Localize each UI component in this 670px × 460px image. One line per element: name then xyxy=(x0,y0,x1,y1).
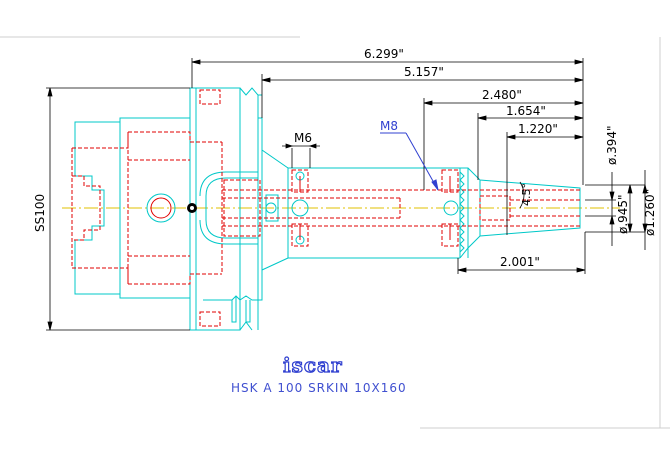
dim-front-section: 2.480" xyxy=(482,88,522,102)
dim-shank-ss100: SS100 xyxy=(33,194,47,232)
dim-dia-tip: ø.394" xyxy=(605,125,619,165)
dimension-labels: 6.299" 5.157" 2.480" 1.654" 1.220" 2.001… xyxy=(33,47,657,269)
m8-leader xyxy=(380,132,439,191)
dim-length-from-flange: 5.157" xyxy=(404,65,444,79)
hsk-shank-outline xyxy=(74,87,289,331)
hole-marks xyxy=(150,176,451,240)
iscar-logo: iscar xyxy=(283,353,343,377)
part-number: HSK A 100 SRKIN 10X160 xyxy=(231,381,407,395)
dim-dia-mid: ø.945" xyxy=(616,194,630,234)
frame-lines xyxy=(0,36,670,429)
dim-m6-thread: M6 xyxy=(294,131,312,145)
dim-tip-length: 1.220" xyxy=(518,122,558,136)
dim-middle-length: 1.654" xyxy=(506,104,546,118)
dim-taper-length: 2.001" xyxy=(500,255,540,269)
footer: iscar HSK A 100 SRKIN 10X160 xyxy=(231,352,407,395)
shaft-outline xyxy=(288,167,581,259)
dim-m8-thread: M8 xyxy=(380,119,398,133)
dim-dia-shank: ø1.260" xyxy=(643,189,657,236)
dim-angle: 4.5° xyxy=(520,183,533,206)
dimensions xyxy=(46,58,648,331)
dim-overall-length: 6.299" xyxy=(364,47,404,61)
